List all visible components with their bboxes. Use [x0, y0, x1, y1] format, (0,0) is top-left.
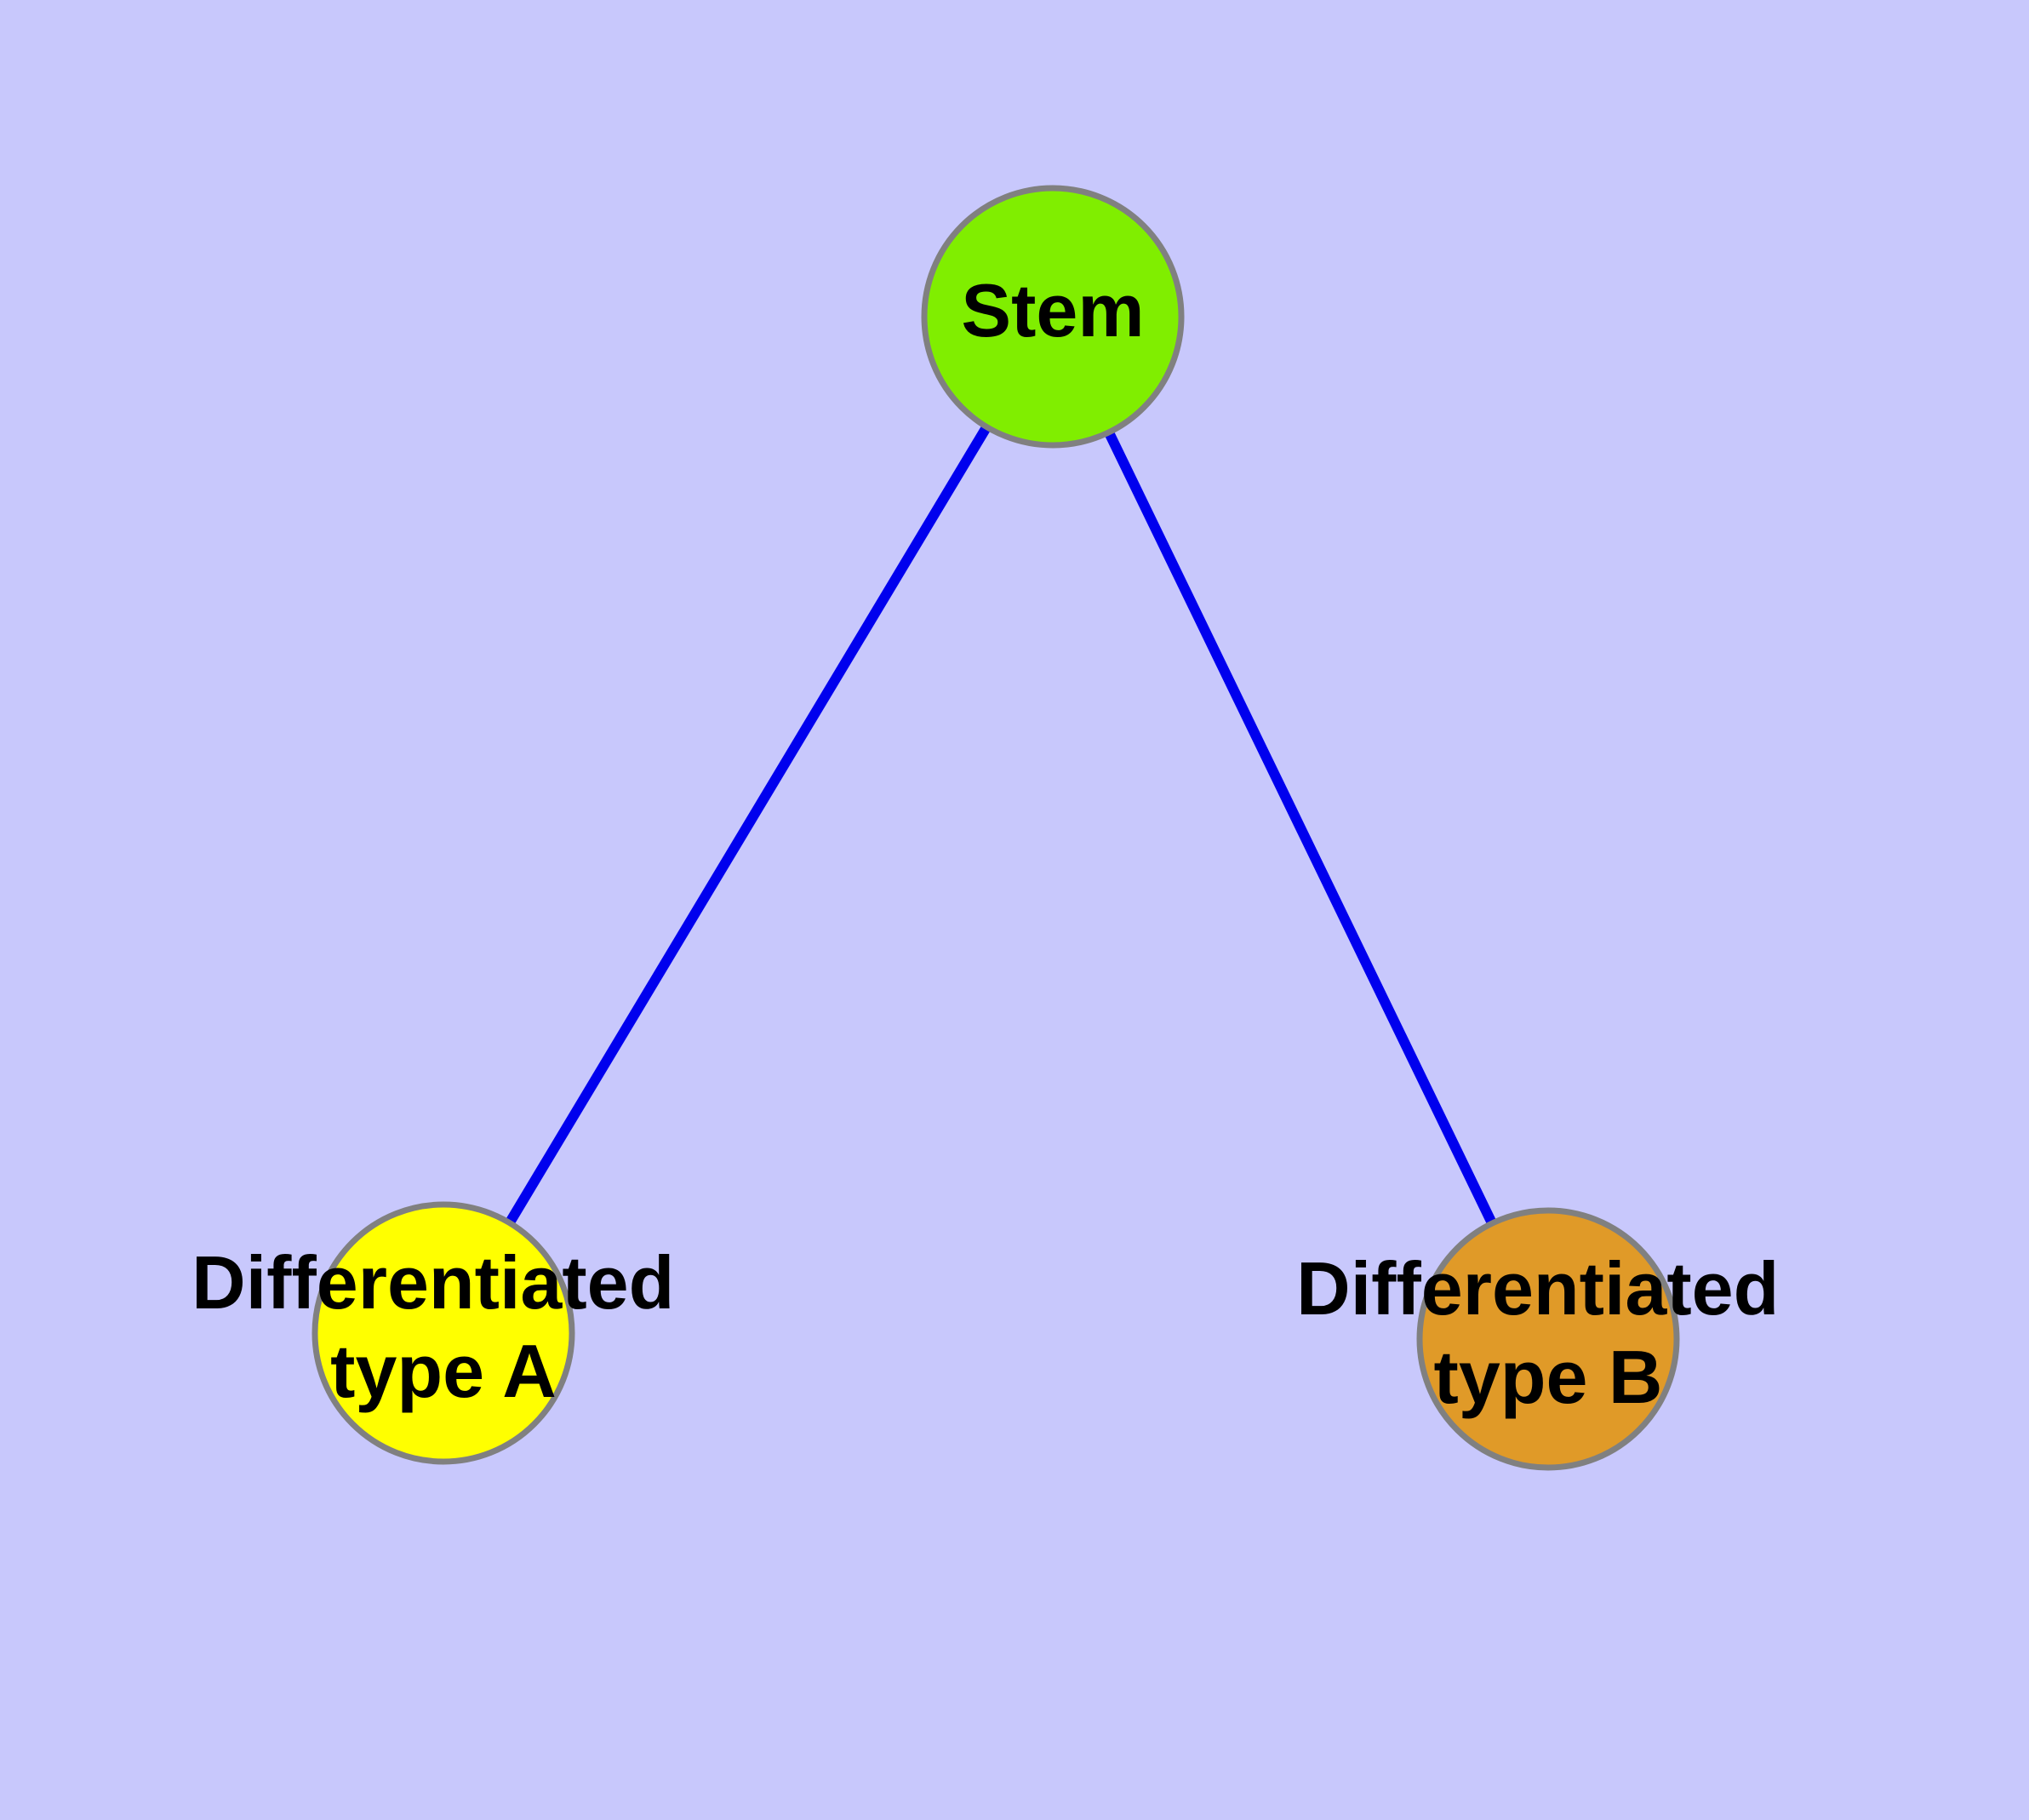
node-stem-label: Stem	[961, 268, 1144, 352]
edge-stem-to-differentiated-type-a[interactable]	[438, 313, 1058, 1336]
node-differentiated-type-a-label-line-2: type A	[330, 1329, 557, 1413]
node-stem-label-line-1: Stem	[961, 268, 1144, 352]
node-differentiated-type-a-label-line-1: Differentiated	[191, 1240, 674, 1325]
node-differentiated-type-b-circle[interactable]	[1416, 1207, 1680, 1471]
node-differentiated-type-a[interactable]: Differentiated type A	[191, 1201, 695, 1465]
node-stem[interactable]: Stem	[921, 185, 1185, 449]
node-differentiated-type-b-label-line-1: Differentiated	[1296, 1246, 1779, 1331]
node-stem-circle[interactable]	[921, 185, 1185, 449]
node-differentiated-type-b-label-line-2: type B	[1434, 1335, 1663, 1419]
node-differentiated-type-a-label: Differentiated type A	[191, 1240, 695, 1413]
nodes-layer: Stem Differentiated type A Differentiate…	[191, 185, 1800, 1471]
node-differentiated-type-b-label: Differentiated type B	[1296, 1246, 1800, 1419]
edges-layer	[438, 313, 1553, 1342]
edge-stem-to-differentiated-type-b[interactable]	[1048, 314, 1553, 1342]
node-differentiated-type-a-circle[interactable]	[311, 1201, 575, 1465]
node-differentiated-type-b[interactable]: Differentiated type B	[1296, 1207, 1800, 1471]
